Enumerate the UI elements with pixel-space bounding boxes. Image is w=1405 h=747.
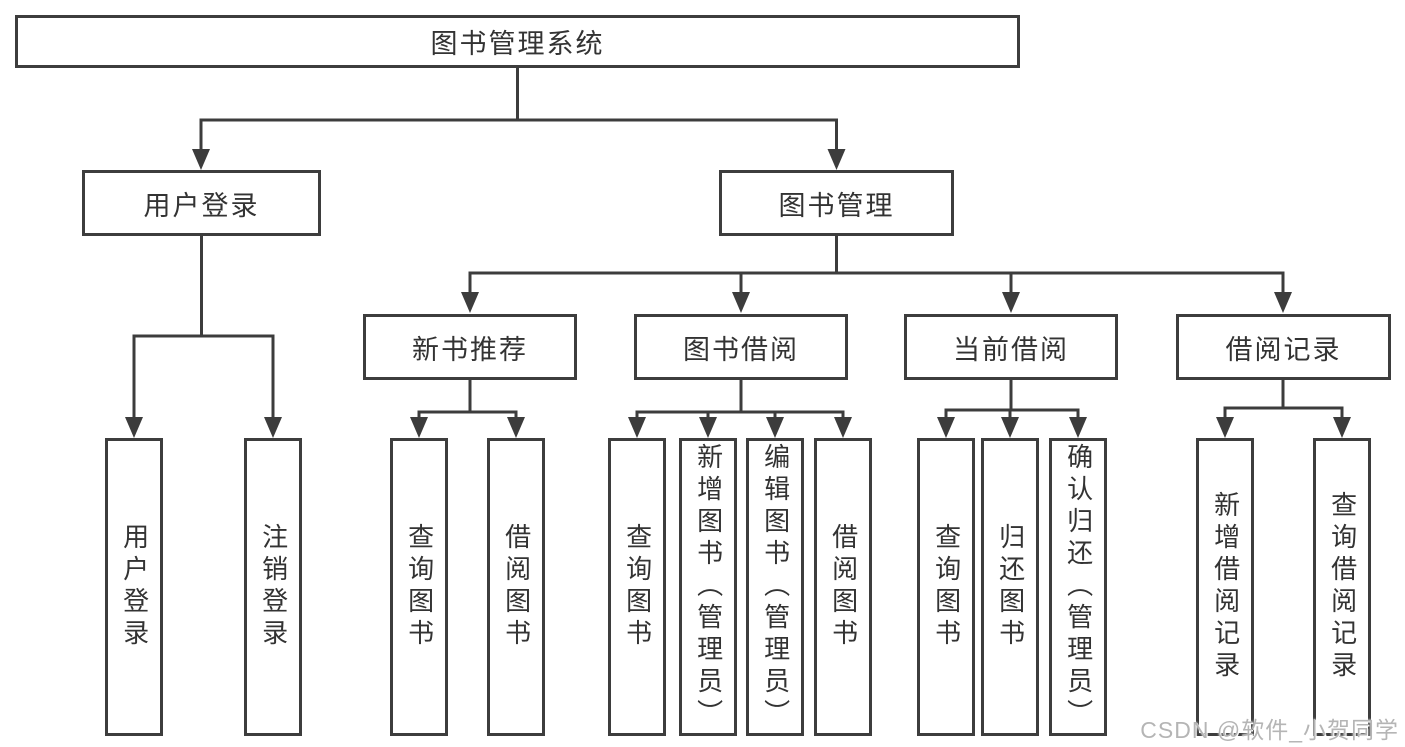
- node-label: 新增图书（管理员）: [693, 443, 724, 731]
- node-label: 查询图书: [404, 523, 435, 651]
- leaf-confirm-return-admin: 确认归还（管理员）: [1049, 438, 1107, 736]
- watermark-text: CSDN @软件_小贺同学: [1140, 717, 1399, 743]
- node-label: 图书借阅: [683, 334, 799, 365]
- node-current-borrow: 当前借阅: [904, 314, 1118, 380]
- node-label: 归还图书: [995, 523, 1026, 651]
- node-label: 图书管理系统: [430, 29, 605, 59]
- connector-user-login-branch: [132, 236, 275, 421]
- connector-borrow-record-branch: [1223, 380, 1344, 421]
- node-library-system-root: 图书管理系统: [15, 15, 1020, 68]
- node-label: 查询图书: [622, 523, 653, 651]
- leaf-query-borrow-record: 查询借阅记录: [1313, 438, 1371, 736]
- leaf-borrow-books: 借阅图书: [814, 438, 872, 736]
- connector-book-management-branch: [468, 236, 1285, 296]
- leaf-query-books-recommend: 查询图书: [390, 438, 448, 736]
- leaf-user-login: 用户登录: [105, 438, 163, 736]
- node-label: 注销登录: [258, 523, 289, 651]
- node-book-borrow: 图书借阅: [634, 314, 848, 380]
- node-book-management: 图书管理: [719, 170, 954, 236]
- node-borrow-record: 借阅记录: [1176, 314, 1391, 380]
- node-label: 查询图书: [931, 523, 962, 651]
- node-user-login: 用户登录: [82, 170, 321, 236]
- node-label: 用户登录: [143, 190, 260, 221]
- node-label: 查询借阅记录: [1327, 491, 1358, 683]
- node-new-book-recommend: 新书推荐: [363, 314, 577, 380]
- node-label: 确认归还（管理员）: [1063, 443, 1094, 731]
- leaf-add-books-admin: 新增图书（管理员）: [679, 438, 737, 736]
- connector-current-borrow-branch: [944, 380, 1080, 421]
- leaf-logout: 注销登录: [244, 438, 302, 736]
- connector-new-book-branch: [417, 380, 518, 421]
- leaf-query-books-borrow: 查询图书: [608, 438, 666, 736]
- node-label: 借阅图书: [828, 523, 859, 651]
- leaf-query-books-current: 查询图书: [917, 438, 975, 736]
- node-label: 新书推荐: [412, 334, 528, 365]
- node-label: 图书管理: [778, 190, 895, 221]
- connector-book-borrow-branch: [635, 380, 845, 421]
- leaf-return-books: 归还图书: [981, 438, 1039, 736]
- node-label: 编辑图书（管理员）: [760, 443, 791, 731]
- node-label: 用户登录: [119, 523, 150, 651]
- leaf-edit-books-admin: 编辑图书（管理员）: [746, 438, 804, 736]
- node-label: 当前借阅: [953, 334, 1069, 365]
- arrowheads: [125, 149, 1351, 438]
- node-label: 借阅图书: [501, 523, 532, 651]
- leaf-add-borrow-record: 新增借阅记录: [1196, 438, 1254, 736]
- leaf-borrow-books-recommend: 借阅图书: [487, 438, 545, 736]
- connector-root-to-level2: [199, 68, 838, 152]
- node-label: 借阅记录: [1225, 334, 1342, 365]
- node-label: 新增借阅记录: [1210, 491, 1241, 683]
